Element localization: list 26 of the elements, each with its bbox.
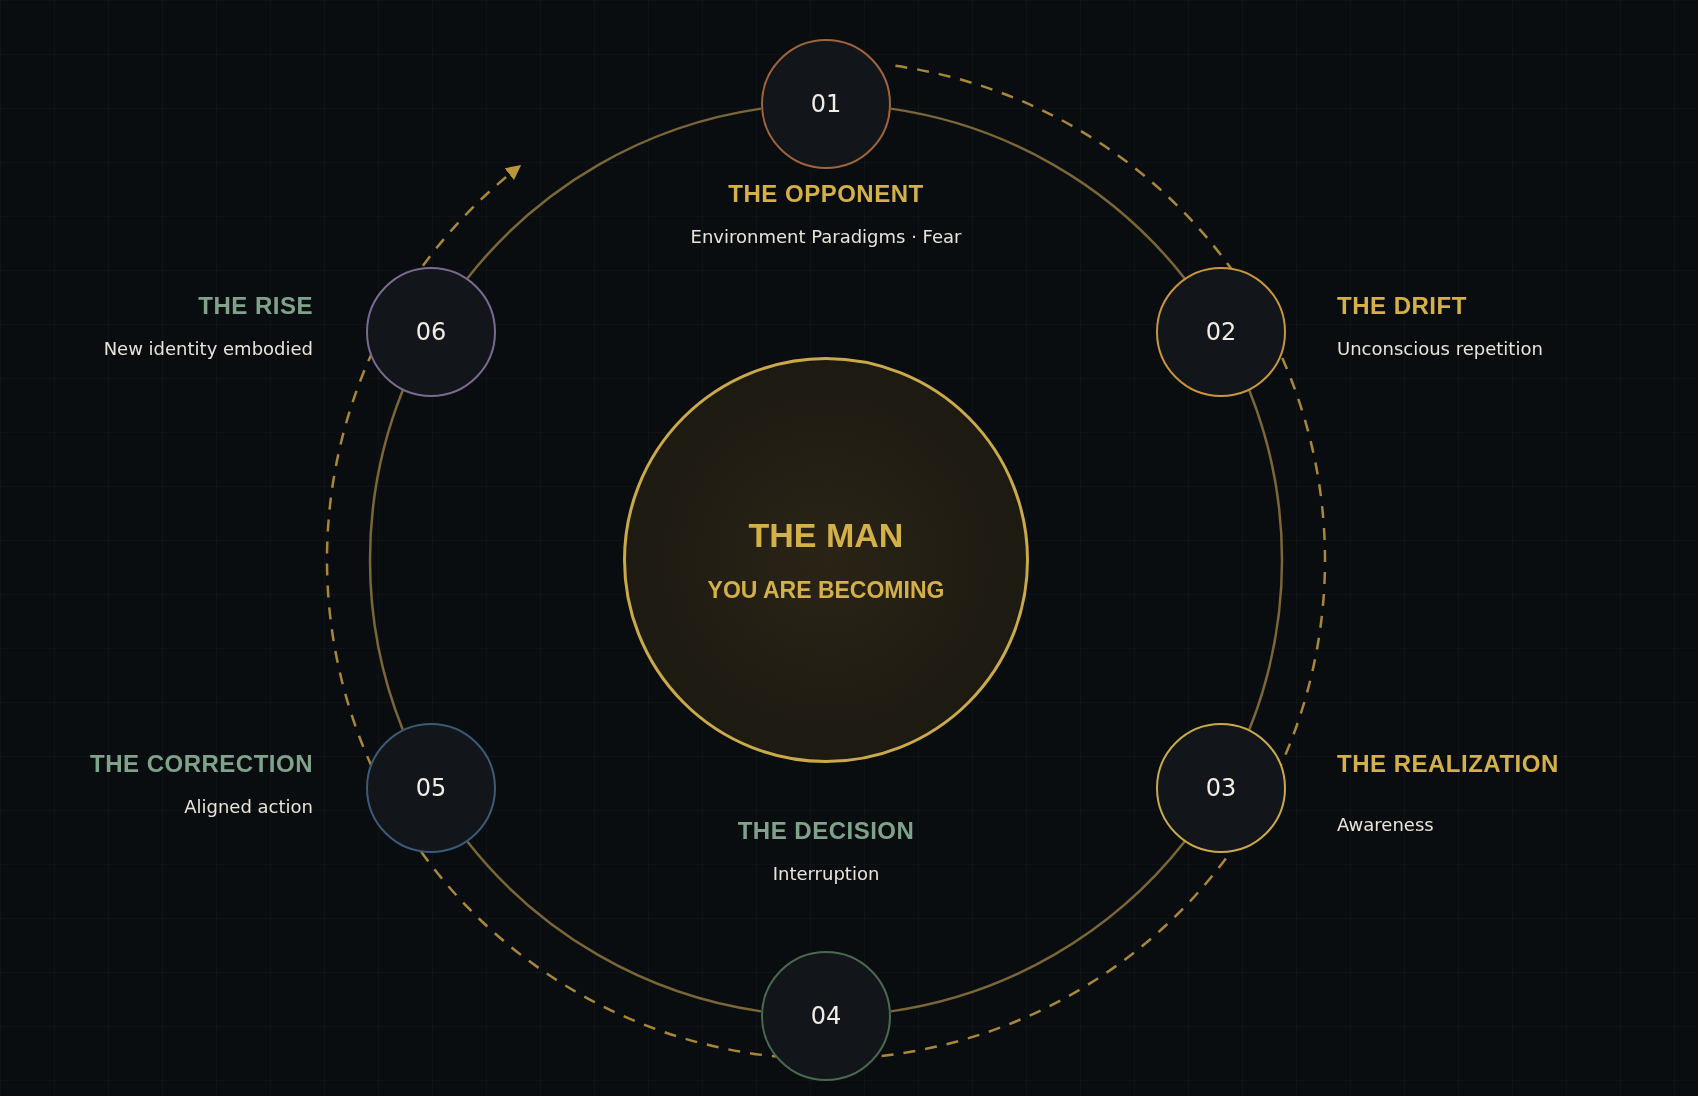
stage-description: Aligned action	[184, 796, 313, 817]
step-number: 05	[415, 774, 447, 802]
stage-title: THE OPPONENT	[728, 180, 924, 208]
ring-connector	[890, 841, 1186, 1013]
stage-title: THE CORRECTION	[90, 750, 313, 778]
stage-description: Interruption	[772, 863, 880, 884]
ring-connector	[890, 107, 1186, 279]
step-number: 02	[1205, 318, 1237, 346]
ring-connector	[466, 107, 762, 279]
center-subtitle: YOU ARE BECOMING	[707, 577, 945, 604]
step-number: 01	[810, 90, 842, 118]
step-number: 06	[415, 318, 447, 346]
stage-description: Unconscious repetition	[1337, 338, 1543, 359]
stage-description: Environment Paradigms · Fear	[690, 226, 962, 247]
ring-connector	[1248, 390, 1284, 730]
step-number: 04	[810, 1002, 842, 1030]
stage-description: Awareness	[1337, 814, 1434, 835]
stage-title: THE RISE	[198, 292, 313, 320]
stage-title: THE DECISION	[737, 817, 915, 845]
ring-connector	[466, 841, 762, 1013]
step-number: 03	[1205, 774, 1237, 802]
stage-title: THE REALIZATION	[1337, 750, 1559, 778]
ring-connector	[368, 390, 404, 730]
stage-title: THE DRIFT	[1337, 292, 1467, 320]
center-title: THE MAN	[748, 516, 904, 555]
stage-description: New identity embodied	[103, 338, 313, 359]
